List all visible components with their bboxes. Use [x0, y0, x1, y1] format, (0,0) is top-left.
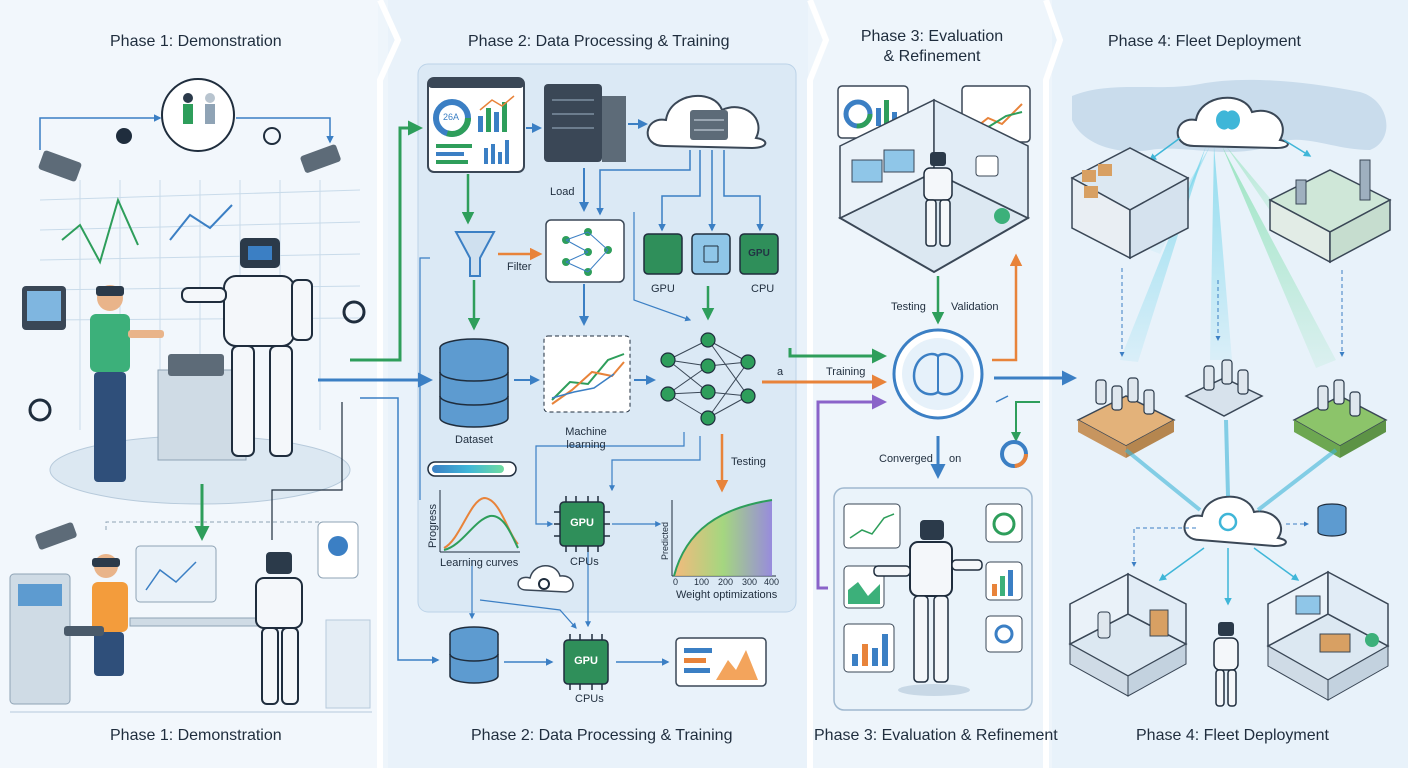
phase2-to-phase3-flows — [762, 348, 887, 590]
machine-learning-line1: Machine — [565, 426, 607, 438]
axis-tick-400: 400 — [764, 577, 780, 587]
phase3-graphics — [833, 85, 1040, 711]
load-label: Load — [550, 186, 575, 198]
converged-label: Converged — [879, 453, 933, 465]
testing-label-phase2: Testing — [731, 456, 766, 468]
testing-label-phase3: Testing — [891, 301, 926, 313]
cpus-bottom-label: CPUs — [575, 693, 604, 705]
gpu-mid-chip-text: GPU — [570, 517, 594, 529]
axis-tick-200: 200 — [718, 577, 734, 587]
axis-tick-100: 100 — [694, 577, 710, 587]
machine-learning-line2: learning — [566, 439, 606, 451]
gpu-label: GPU — [651, 283, 675, 295]
phase3-title-bottom: Phase 3: Evaluation & Refinement — [814, 727, 1058, 744]
phase2-title-bottom: Phase 2: Data Processing & Training — [471, 727, 733, 744]
weight-optimizations-label: Weight optimizations — [676, 589, 778, 601]
phase3-title-top: Phase 3: Evaluation & Refinement — [852, 27, 1012, 67]
cpu-label: CPU — [751, 283, 775, 295]
phase4-graphics — [1068, 79, 1392, 707]
axis-tick-0: 0 — [673, 577, 679, 587]
phase1-scene — [9, 78, 372, 713]
phase1-title-bottom: Phase 1: Demonstration — [110, 727, 282, 744]
phase2-graphics — [419, 77, 779, 690]
gpu-bottom-chip-text: GPU — [574, 655, 598, 667]
predicted-axis-label: Predicted — [660, 521, 670, 560]
dataset-label: Dataset — [455, 434, 493, 446]
cpus-mid-label: CPUs — [570, 556, 599, 568]
phase2-title-top: Phase 2: Data Processing & Training — [468, 33, 730, 50]
training-label: Training — [826, 366, 866, 378]
filter-label: Filter — [507, 261, 532, 273]
progress-axis-label: Progress — [427, 503, 439, 548]
axis-tick-300: 300 — [742, 577, 758, 587]
phase4-title-top: Phase 4: Fleet Deployment — [1108, 33, 1301, 50]
training-prefix-label: a — [777, 366, 784, 378]
validation-label: Validation — [951, 301, 999, 313]
machine-learning-label: Machine learning — [552, 426, 620, 452]
phase3-title-top-line2: & Refinement — [883, 48, 981, 65]
phase1-to-phase2-flows — [271, 120, 440, 664]
learning-curves-label: Learning curves — [440, 557, 519, 569]
phase3-title-top-line1: Phase 3: Evaluation — [860, 28, 1004, 45]
phase1-title-top: Phase 1: Demonstration — [110, 33, 282, 50]
gpu-chip-text: GPU — [748, 248, 770, 259]
dashboard-value: 26A — [443, 112, 460, 122]
on-label: on — [949, 453, 962, 465]
phase4-title-bottom: Phase 4: Fleet Deployment — [1136, 727, 1329, 744]
